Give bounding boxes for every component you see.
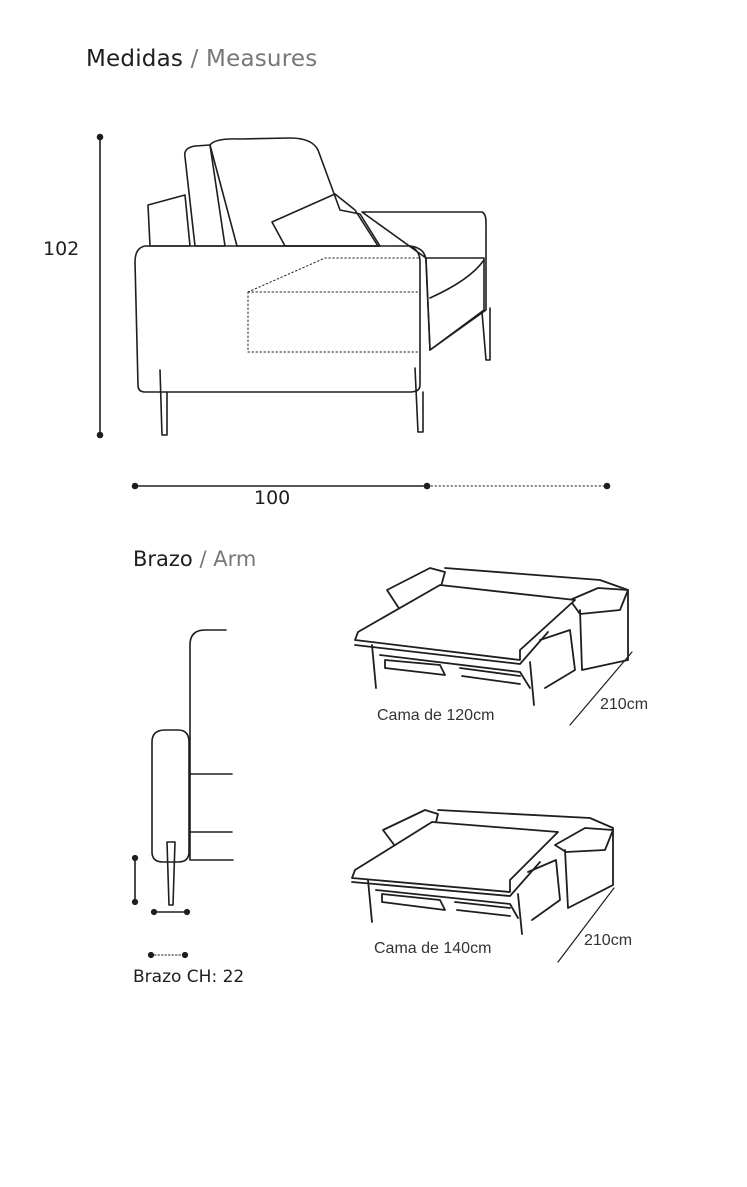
width-value: 100 <box>254 487 291 509</box>
arm-profile-drawing <box>131 629 234 959</box>
heading-separator: / <box>183 46 207 72</box>
measures-heading: Medidas / Measures <box>86 46 317 72</box>
arm-heading: Brazo / Arm <box>133 547 256 571</box>
width-dimension-line <box>131 482 611 490</box>
height-dimension-line <box>96 133 104 439</box>
sofa-bed-120-drawing <box>354 567 633 726</box>
arm-heading-en: Arm <box>213 547 257 571</box>
height-value: 102 <box>43 238 80 260</box>
sofa-bed-140-drawing <box>351 809 615 963</box>
bed-120-label: Cama de 120cm <box>377 707 495 724</box>
arm-heading-es: Brazo <box>133 547 193 571</box>
arm-heading-separator: / <box>192 547 214 571</box>
arm-caption: Brazo CH: 22 <box>133 967 245 987</box>
bed-140-length: 210cm <box>584 932 633 949</box>
bed-140-label: Cama de 140cm <box>374 940 492 957</box>
heading-es: Medidas <box>86 46 184 72</box>
bed-120-length: 210cm <box>600 696 649 713</box>
armchair-drawing <box>134 137 491 436</box>
heading-en: Measures <box>206 46 318 72</box>
